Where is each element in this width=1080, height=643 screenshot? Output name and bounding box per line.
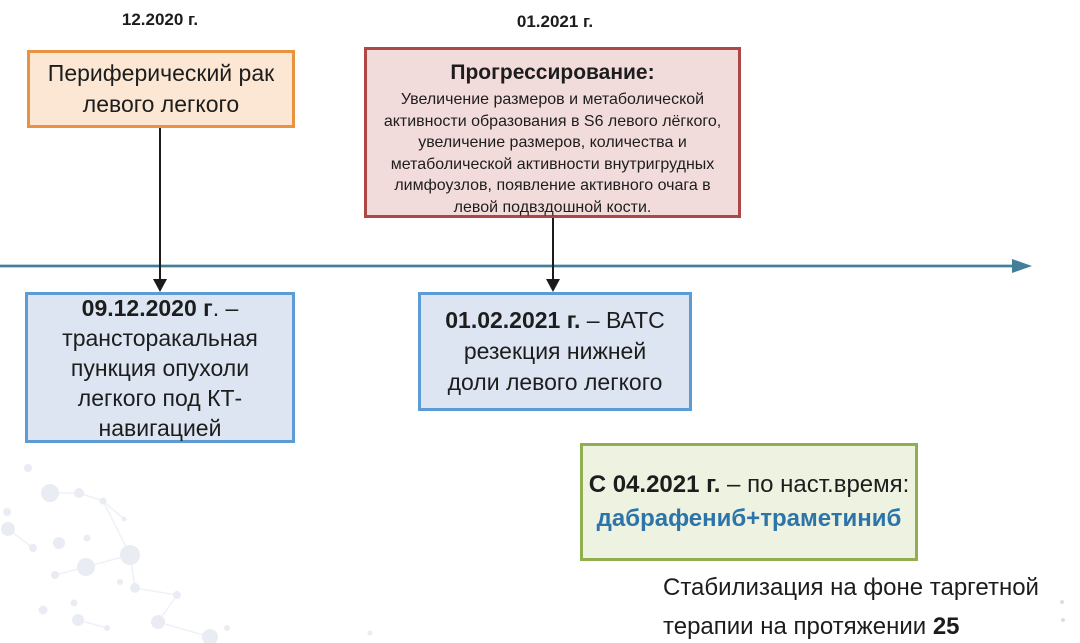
timeline-date-label-jan-2021: 01.2021 г. xyxy=(516,12,594,31)
progression-body-line-2: активности образования в S6 левого лёгко… xyxy=(383,112,722,130)
connector-arrow-diagnosis xyxy=(153,128,167,292)
connector-arrow-progression xyxy=(546,218,560,292)
outcome-line-1: Стабилизация на фоне таргетной xyxy=(663,574,1039,601)
vats-date: 01.02.2021 г. xyxy=(445,307,581,333)
progression-body-line-1: Увеличение размеров и метаболической xyxy=(400,91,705,108)
arrow-down-icon xyxy=(546,279,560,292)
puncture-line-date: 09.12.2020 г. – xyxy=(28,293,292,323)
progression-body-line-4: метаболической активности внутригрудных xyxy=(390,155,715,173)
puncture-date: 09.12.2020 г xyxy=(81,294,213,321)
diagnosis-box: Периферический рак левого легкого xyxy=(27,50,295,128)
vats-resection-box: 01.02.2021 г. – ВАТС резекция нижней дол… xyxy=(418,292,692,411)
outcome-line-2-regular: терапии на протяжении xyxy=(663,613,933,640)
puncture-line-2: трансторакальная xyxy=(62,324,258,351)
decorative-dot xyxy=(1060,600,1064,604)
therapy-date-suffix: – по наст.время: xyxy=(720,471,910,498)
arrow-down-icon xyxy=(153,279,167,292)
decorative-dot xyxy=(1061,618,1065,622)
vats-line-3: доли левого легкого xyxy=(447,369,663,395)
progression-body-line-6: левой подвздошной кости. xyxy=(453,198,652,216)
puncture-line-3: пункция опухоли xyxy=(70,354,250,381)
therapy-box: С 04.2021 г. – по наст.время: дабрафениб… xyxy=(580,443,918,561)
progression-title: Прогрессирование: xyxy=(450,61,655,84)
vats-line-date: 01.02.2021 г. – ВАТС xyxy=(421,305,689,336)
progression-body-line-5: лимфоузлов, появление активного очага в xyxy=(394,177,711,194)
progression-box: Прогрессирование: Увеличение размеров и … xyxy=(364,47,741,218)
vats-line-2: резекция нижней xyxy=(463,338,647,364)
timeline-axis xyxy=(0,265,1014,267)
puncture-line-4: легкого под КТ- xyxy=(77,384,243,411)
outcome-line-2: терапии на протяжении 25 месяцев! xyxy=(663,607,1043,643)
progression-body-line-3: увеличение размеров, количества и xyxy=(418,134,687,151)
puncture-box: 09.12.2020 г. – трансторакальная пункция… xyxy=(25,292,295,443)
diagnosis-line-1: Периферический рак xyxy=(47,60,275,86)
timeline-date-label-dec-2020: 12.2020 г. xyxy=(121,10,199,29)
vats-date-suffix: – ВАТС xyxy=(580,307,665,333)
therapy-date: С 04.2021 г. xyxy=(588,471,721,498)
therapy-line-date: С 04.2021 г. – по наст.время: xyxy=(583,468,915,502)
outcome-text: Стабилизация на фоне таргетной терапии н… xyxy=(663,568,1043,643)
decorative-network-pattern xyxy=(1,464,373,643)
diagnosis-line-2: левого легкого xyxy=(82,91,240,117)
puncture-date-suffix: . – xyxy=(212,294,239,321)
outcome-line-2-bold: 25 месяцев! xyxy=(932,613,960,640)
puncture-line-5: навигацией xyxy=(98,414,222,441)
therapy-drugs: дабрафениб+траметиниб xyxy=(596,505,902,532)
timeline-arrowhead-icon xyxy=(1012,259,1032,273)
progression-body: Увеличение размеров и метаболической акт… xyxy=(367,89,738,218)
